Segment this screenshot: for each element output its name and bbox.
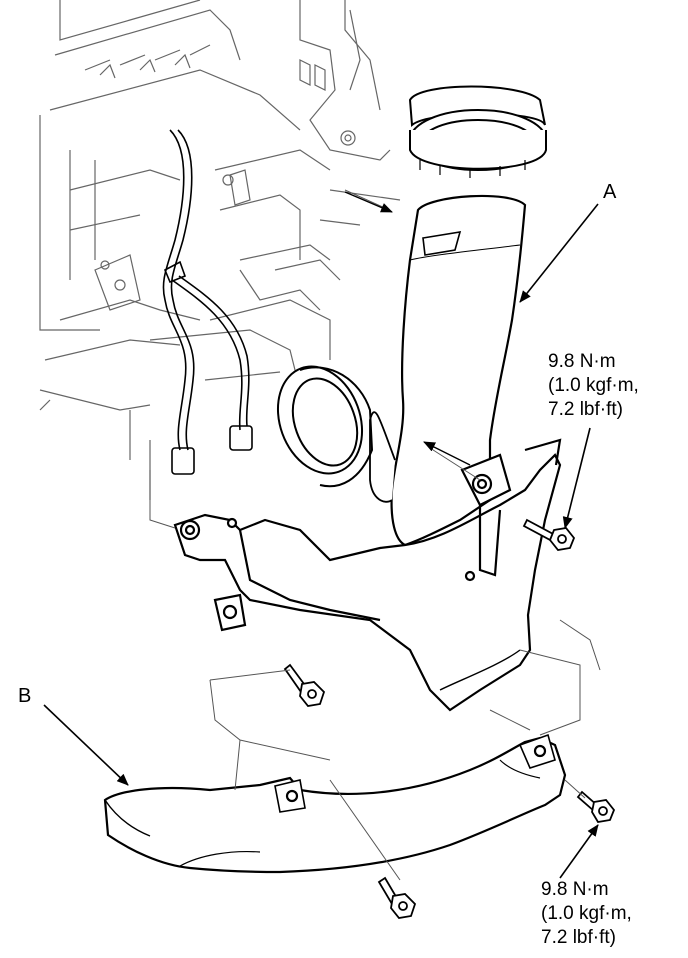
torque-upper-line3: 7.2 lbf·ft) [548,399,623,420]
leader-a [519,203,599,303]
torque-lower-line2: (1.0 kgf·m, [541,903,632,924]
lower-duct-b [103,733,567,874]
middle-seal [276,365,374,488]
bolt-housing-lower [283,663,326,707]
torque-spec-lower: 9.8 N·m (1.0 kgf·m, 7.2 lbf·ft) [541,878,632,950]
torque-upper-line1: 9.8 N·m [548,351,616,372]
assembly-arrows [344,191,471,466]
leader-b [43,704,129,786]
arrow-to-duct-top [344,191,393,213]
bolt-duct-lower [377,876,417,919]
leader-torque-lower [559,824,599,879]
upper-seal [408,85,547,178]
torque-upper-line2: (1.0 kgf·m, [548,375,639,396]
bolt-duct-right [576,790,616,823]
leader-torque-upper [562,427,591,529]
bolt-upper-right [522,518,576,551]
leader-lines [43,203,599,879]
wiring-harness [162,129,253,475]
intake-duct-a [369,194,527,547]
resonator-housing [173,438,562,712]
arrow-into-duct [423,441,471,466]
alignment-lines [149,189,601,881]
torque-spec-upper: 9.8 N·m (1.0 kgf·m, 7.2 lbf·ft) [548,350,639,422]
label-part-b: B [18,685,32,707]
engine-compartment-background [39,0,401,500]
torque-lower-line1: 9.8 N·m [541,879,609,900]
label-part-a: A [603,181,617,203]
torque-lower-line3: 7.2 lbf·ft) [541,927,616,948]
